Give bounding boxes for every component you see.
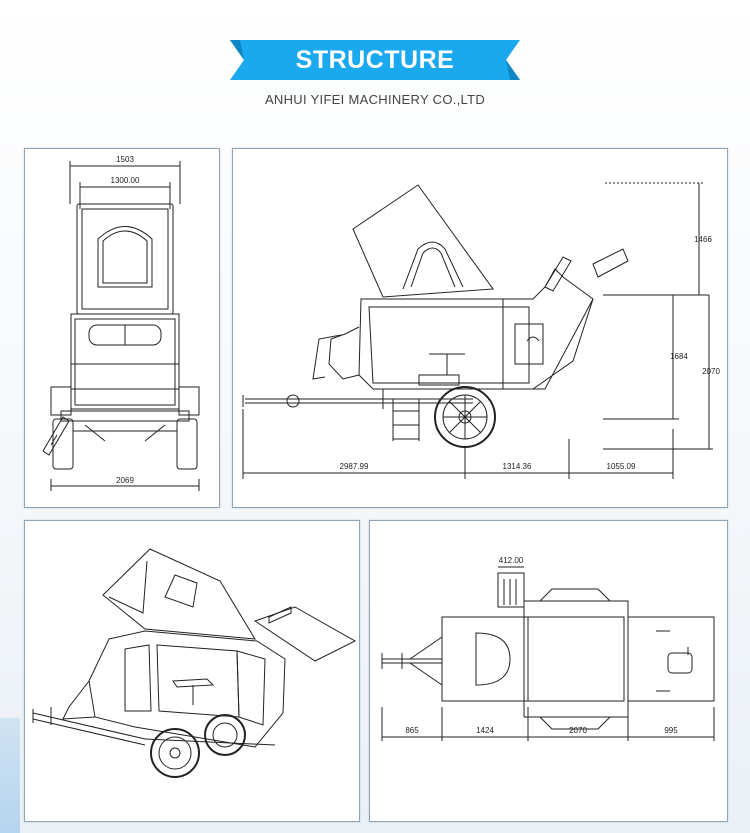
front-view-drawing: 1503 1300.00 2069 bbox=[42, 155, 200, 491]
dim-top-len-d: 995 bbox=[664, 726, 678, 735]
side-view-drawing: 1466 1684 2070 2987.99 1314.36 1055.09 bbox=[242, 182, 720, 479]
dim-side-len-c: 1055.09 bbox=[607, 462, 636, 471]
dim-front-top-outer: 1503 bbox=[116, 155, 134, 164]
page-title: STRUCTURE bbox=[295, 46, 455, 74]
panel-side-view: 1466 1684 2070 2987.99 1314.36 1055.09 bbox=[232, 148, 728, 508]
dim-side-len-b: 1314.36 bbox=[503, 462, 532, 471]
dim-side-height-mid: 1684 bbox=[670, 352, 688, 361]
dim-front-top-inner: 1300.00 bbox=[111, 176, 140, 185]
top-view-drawing: 412.00 865 1424 2070 995 bbox=[381, 556, 715, 741]
dim-top-len-c: 2070 bbox=[569, 726, 587, 735]
dim-top-len-a: 865 bbox=[405, 726, 419, 735]
title-banner: STRUCTURE bbox=[230, 40, 520, 80]
perspective-view-drawing bbox=[32, 548, 357, 778]
panel-perspective-view bbox=[24, 520, 360, 822]
dim-top-kitchen-width: 412.00 bbox=[499, 556, 524, 565]
dim-front-bottom: 2069 bbox=[116, 476, 134, 485]
panel-top-view: 412.00 865 1424 2070 995 bbox=[369, 520, 728, 822]
company-name: ANHUI YIFEI MACHINERY CO.,LTD bbox=[264, 92, 486, 107]
dim-side-height-top: 1466 bbox=[694, 235, 712, 244]
dim-top-len-b: 1424 bbox=[476, 726, 494, 735]
panel-front-view: 1503 1300.00 2069 bbox=[24, 148, 220, 508]
dim-side-height-total: 2070 bbox=[702, 367, 720, 376]
decorative-strip bbox=[0, 718, 20, 833]
dim-side-len-a: 2987.99 bbox=[340, 462, 369, 471]
